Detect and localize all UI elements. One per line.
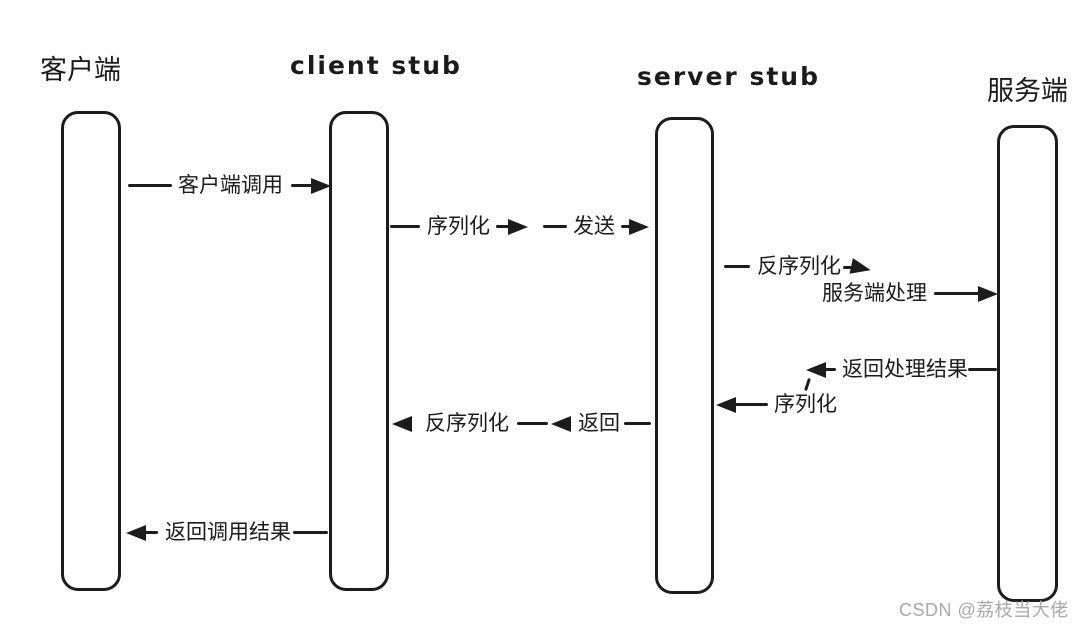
lifeline-client — [61, 111, 121, 591]
message-label: 序列化 — [774, 393, 837, 416]
arrowhead-right-icon — [629, 219, 649, 235]
actor-label-server-stub: server stub — [637, 62, 820, 91]
lifeline-server-stub — [655, 117, 714, 594]
message-label: 返回调用结果 — [165, 521, 291, 544]
arrowhead-right-icon — [311, 178, 331, 194]
stray-mark — [804, 377, 811, 392]
arrow-segment — [968, 368, 997, 371]
lifeline-server — [997, 125, 1058, 602]
message-label: 发送 — [573, 215, 615, 238]
actor-label-client-stub: client stub — [290, 51, 462, 80]
arrow-segment — [734, 403, 768, 406]
arrow-segment — [824, 368, 836, 371]
arrow-segment — [517, 422, 548, 425]
message-label: 序列化 — [427, 215, 490, 238]
arrowhead-left-icon — [392, 416, 412, 432]
arrow-segment — [624, 422, 651, 425]
message-label: 返回 — [578, 412, 620, 435]
arrowhead-left-icon — [126, 525, 146, 541]
actor-label-server: 服务端 — [987, 76, 1068, 106]
arrow-segment — [934, 292, 980, 295]
message-label: 反序列化 — [425, 412, 509, 435]
arrow-segment — [144, 531, 158, 534]
arrow-segment — [843, 266, 853, 269]
arrow-segment — [291, 184, 313, 187]
message-label: 反序列化 — [757, 255, 841, 278]
arrow-segment — [128, 184, 172, 187]
arrow-segment — [724, 265, 750, 268]
watermark: CSDN @荔枝当大佬 — [899, 600, 1069, 620]
arrowhead-right-icon — [849, 258, 873, 278]
arrow-segment — [621, 225, 631, 228]
arrowhead-right-icon — [508, 219, 528, 235]
arrow-segment — [496, 225, 510, 228]
message-label: 返回处理结果 — [842, 358, 968, 381]
message-label: 服务端处理 — [822, 282, 927, 305]
arrowhead-left-icon — [551, 416, 571, 432]
arrow-segment — [543, 225, 567, 228]
arrow-segment — [293, 531, 328, 534]
actor-label-client: 客户端 — [40, 55, 121, 85]
lifeline-client-stub — [329, 111, 389, 591]
arrowhead-right-icon — [978, 286, 998, 302]
message-label: 客户端调用 — [178, 174, 283, 197]
arrowhead-left-icon — [806, 362, 826, 378]
arrow-segment — [390, 225, 420, 228]
arrowhead-left-icon — [716, 397, 736, 413]
